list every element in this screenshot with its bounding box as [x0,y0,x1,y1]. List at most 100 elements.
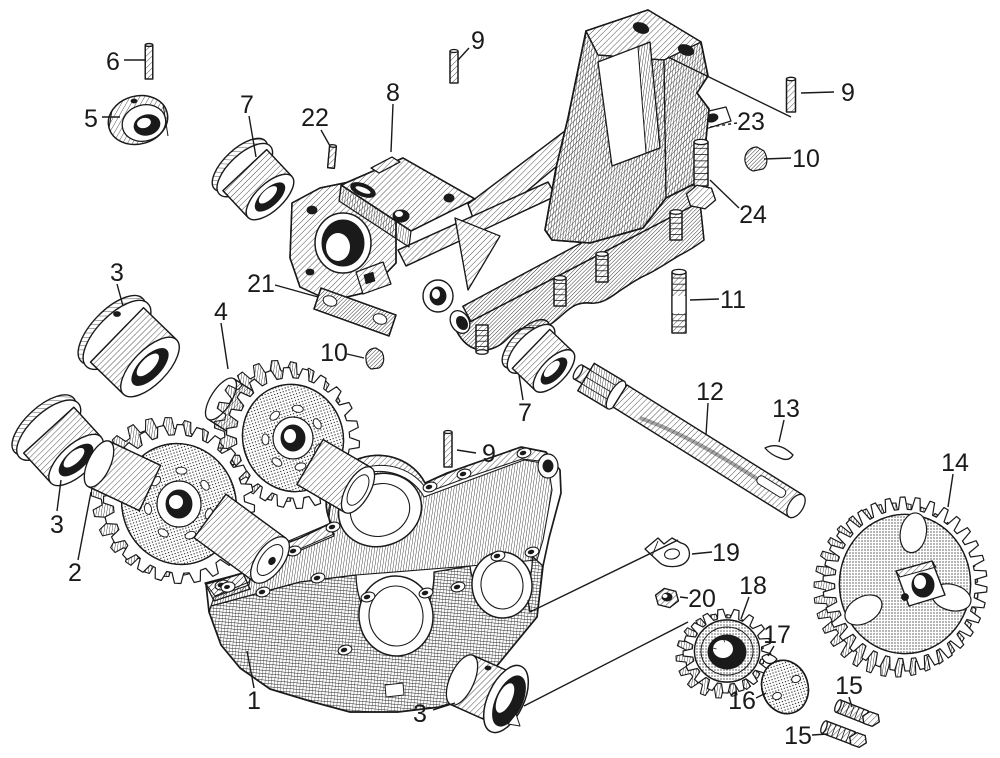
callout-20-25: 20 [679,585,716,613]
callout-23-7: 23 [709,108,765,136]
nut-5 [107,94,169,146]
mounting-bracket [544,9,710,244]
bolt-24 [685,138,717,210]
align-line-gear-18 [523,621,689,707]
callout-12-15: 12 [696,378,724,436]
part-number: 15 [835,672,863,700]
callout-7-2: 7 [240,91,257,158]
leader-line [116,283,124,307]
callout-8-4: 8 [386,79,400,153]
leader-line [56,479,62,512]
leader-line [456,449,477,454]
callout-9-5: 9 [457,27,485,61]
callout-17-27: 17 [763,621,791,657]
part-number: 14 [941,449,969,477]
callout-13-16: 13 [772,395,800,443]
callout-3-23: 3 [413,700,456,728]
small-parts-top [107,42,797,334]
callout-15-30: 15 [784,722,829,750]
leader-line [518,374,524,401]
leader-line [740,596,750,620]
part-number: 24 [739,201,767,229]
part-number: 19 [712,539,740,567]
leader-line [432,702,456,711]
callout-16-28: 16 [728,687,767,715]
callout-2-21: 2 [68,491,92,587]
leader-line [755,692,767,699]
part-number: 9 [841,79,855,107]
callout-11-13: 11 [689,286,746,314]
callout-5-1: 5 [84,105,120,133]
leader-line [848,696,853,708]
part-number: 4 [214,298,228,326]
leader-line [763,157,792,160]
callout-3-20: 3 [50,479,64,539]
leader-line [248,115,257,158]
part-number: 7 [240,91,254,119]
bushing-7b [501,318,576,393]
callout-14-19: 14 [941,449,969,508]
part-number: 15 [784,722,812,750]
callout-3-10: 3 [110,259,124,307]
callout-22-3: 22 [301,104,331,147]
callout-9-17: 9 [456,440,496,468]
plug-10a [744,146,768,172]
callout-4-12: 4 [214,298,229,370]
leader-line [691,551,713,555]
lock-plate-21 [313,287,397,337]
drive-shaft-12 [572,362,806,519]
bolt-15b [820,720,867,748]
part-number: 17 [763,621,791,649]
bushing-3a [77,294,180,398]
callout-24-9: 24 [709,179,767,229]
part-number: 3 [110,259,124,287]
leader-line [811,733,829,736]
part-number: 16 [728,687,756,715]
leader-line [320,129,331,147]
bushing-3c [445,654,530,734]
upper-carrier-assembly [289,9,732,355]
callout-9-6: 9 [800,79,855,107]
leader-line [709,179,740,209]
part-number: 20 [688,585,716,613]
pinion-gear-18 [675,608,772,699]
part-number: 10 [792,145,820,173]
callout-19-24: 19 [691,539,740,567]
bushing-7a [211,137,295,221]
callout-6-0: 6 [106,48,146,76]
part-number: 22 [301,104,329,132]
stud-11 [671,268,687,334]
part-number: 23 [737,108,765,136]
part-number: 21 [247,270,275,298]
callout-10-14: 10 [320,339,365,367]
leader-line [220,322,229,370]
leader-line [457,47,470,61]
part-number: 13 [772,395,800,423]
part-number: 11 [720,286,746,314]
align-line-bracket-19 [527,539,679,614]
leader-line [800,91,835,94]
callout-18-26: 18 [739,572,767,620]
part-number: 5 [84,105,98,133]
leader-line [947,473,954,508]
part-number: 3 [413,700,427,728]
pin-9-seat-line [667,56,792,118]
idler-gear-14 [813,496,988,678]
callout-1-22: 1 [246,650,261,715]
bolt-15a [834,699,880,727]
leader-line [778,419,785,443]
leader-line [709,122,738,128]
nut-20 [654,587,680,609]
leader-line [390,103,394,153]
cover-plate-8 [338,156,476,248]
callout-10-8: 10 [763,145,820,173]
part-number: 7 [518,399,532,427]
part-number: 8 [386,79,400,107]
leader-line [689,298,720,301]
part-number: 9 [471,27,485,55]
gear-cluster [83,359,376,585]
parts-drawing [11,9,988,748]
part-number: 10 [320,339,348,367]
